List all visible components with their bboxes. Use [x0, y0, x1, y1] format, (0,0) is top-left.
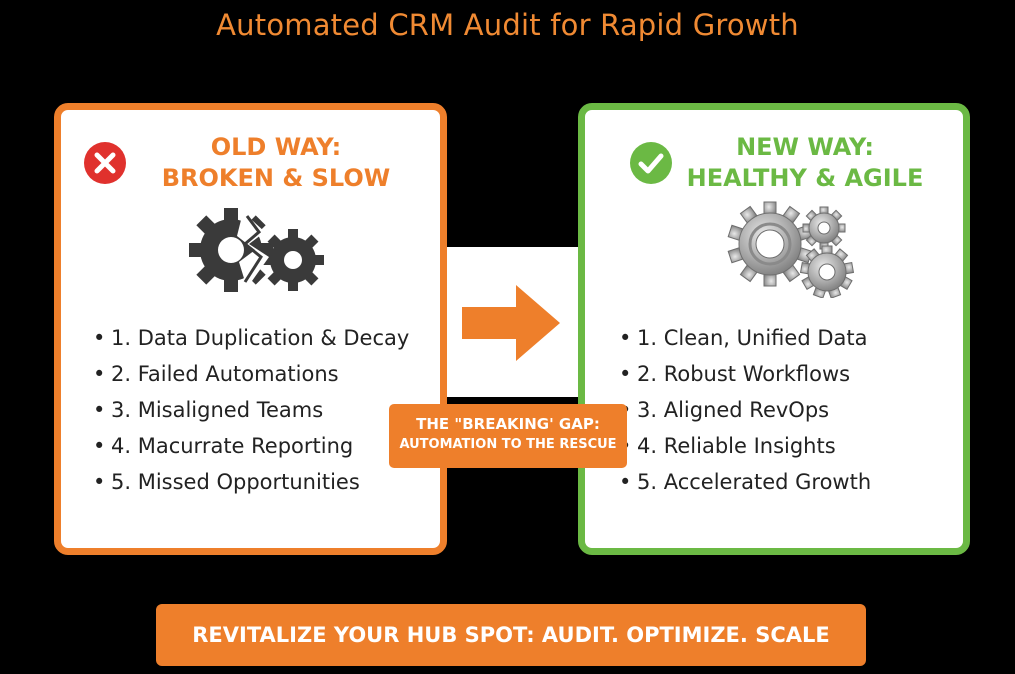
gap-badge: THE "BREAKING' GAP: AUTOMATION TO THE RE… — [389, 404, 627, 468]
list-item: •5. Missed Opportunities — [93, 470, 360, 494]
working-gears-icon — [727, 201, 855, 298]
list-item: •5. Accelerated Growth — [619, 470, 872, 494]
new-way-heading-line1: NEW WAY: — [736, 133, 874, 161]
new-way-list: •1. Clean, Unified Data •2. Robust Workf… — [619, 320, 871, 500]
list-item: •3. Aligned RevOps — [619, 398, 830, 422]
list-item: •4. Macurrate Reporting — [93, 434, 354, 458]
new-way-heading-line2: HEALTHY & AGILE — [686, 164, 924, 192]
cta-banner[interactable]: REVITALIZE YOUR HUB SPOT: AUDIT. OPTIMIZ… — [156, 604, 866, 666]
right-arrow-icon — [462, 285, 560, 361]
gap-badge-title: THE "BREAKING' GAP: — [416, 415, 600, 433]
old-way-heading-line1: OLD WAY: — [210, 133, 342, 161]
check-circle-icon — [630, 142, 672, 184]
x-circle-icon — [84, 142, 126, 184]
gap-badge-subtitle: AUTOMATION TO THE RESCUE — [399, 437, 617, 452]
list-item: •3. Misaligned Teams — [93, 398, 324, 422]
page-title: Automated CRM Audit for Rapid Growth — [216, 8, 799, 42]
list-item: •1. Clean, Unified Data — [619, 326, 868, 350]
old-way-heading-line2: BROKEN & SLOW — [161, 164, 391, 192]
new-way-heading: NEW WAY: HEALTHY & AGILE — [675, 132, 935, 194]
old-way-list: •1. Data Duplication & Decay •2. Failed … — [93, 320, 409, 500]
broken-gears-icon — [189, 208, 324, 292]
old-way-card: OLD WAY: BROKEN & SLOW — [54, 103, 447, 555]
list-item: •1. Data Duplication & Decay — [93, 326, 410, 350]
list-item: •4. Reliable Insights — [619, 434, 836, 458]
list-item: •2. Failed Automations — [93, 362, 339, 386]
list-item: •2. Robust Workflows — [619, 362, 851, 386]
new-way-card: NEW WAY: HEALTHY & AGILE — [578, 103, 970, 555]
old-way-heading: OLD WAY: BROKEN & SLOW — [131, 132, 421, 194]
